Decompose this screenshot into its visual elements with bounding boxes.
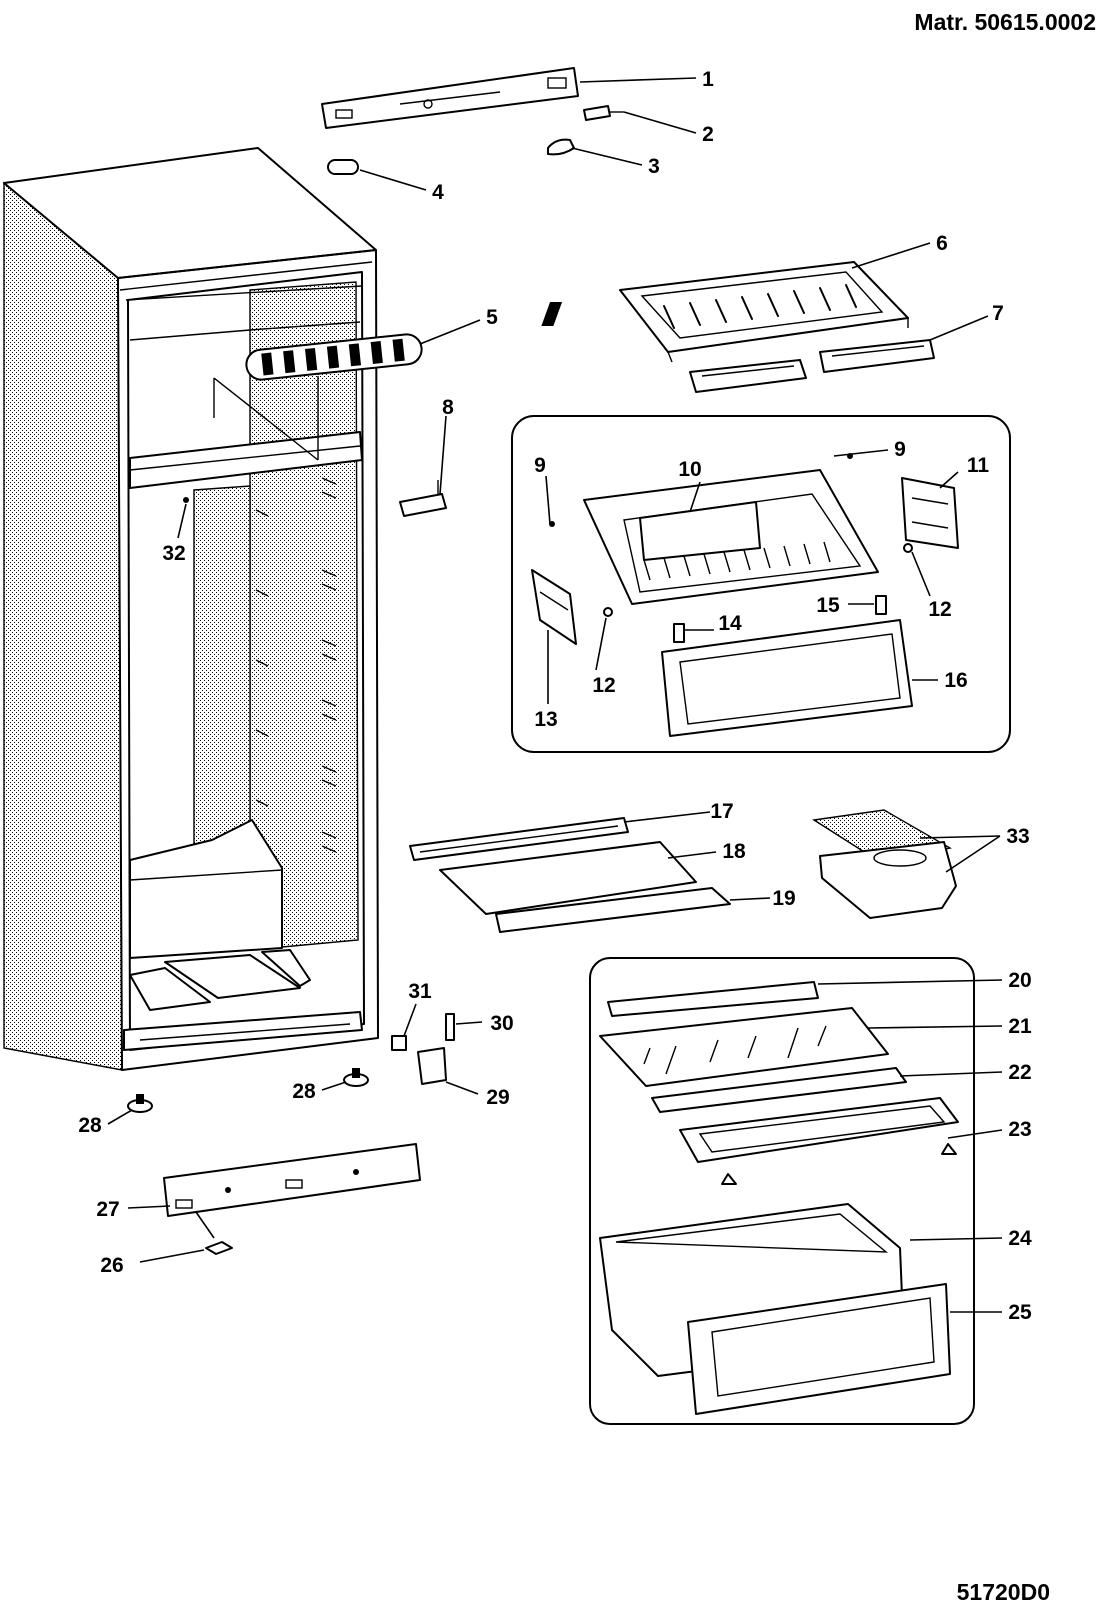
part-20-shelf-rear-trim — [607, 981, 819, 1017]
callout-label: 28 — [78, 1114, 102, 1137]
callout-label: 20 — [1008, 969, 1031, 992]
callout-label: 3 — [648, 155, 660, 178]
callout-label: 33 — [1006, 825, 1029, 848]
part-17-shelf-rear-trim — [409, 817, 629, 861]
callout-label: 2 — [702, 123, 714, 146]
part-12-clip-right — [903, 543, 913, 553]
callout-label: 9 — [534, 454, 546, 477]
callout-label: 13 — [534, 708, 557, 731]
callout-label: 4 — [432, 181, 444, 204]
part-26-clip — [205, 1241, 233, 1255]
callout-label: 12 — [592, 674, 615, 697]
callout-label: 9 — [894, 438, 906, 461]
callout-label: 14 — [718, 612, 742, 635]
callout-label: 11 — [967, 454, 990, 477]
part-30-hinge-pin — [445, 1013, 455, 1041]
callout-label: 32 — [162, 542, 185, 565]
part-29-bottom-hinge — [417, 1047, 447, 1085]
callout-label: 25 — [1008, 1301, 1032, 1324]
leader-lines — [107, 77, 1003, 1313]
part-11-drawer-rail-right — [901, 477, 959, 549]
callout-label: 30 — [490, 1012, 513, 1035]
part-3-knob — [547, 138, 575, 156]
part-8-hinge — [399, 480, 447, 517]
crisper-group — [589, 957, 975, 1425]
cabinet — [3, 147, 379, 1071]
part-7-ice-trays — [689, 339, 935, 393]
callout-label: 31 — [408, 980, 432, 1003]
drawing-code: 51720D0 — [957, 1579, 1050, 1605]
part-27-kickplate — [163, 1143, 421, 1217]
part-14-pin — [673, 623, 685, 643]
part-12-clip-left — [603, 607, 613, 617]
callout-label: 24 — [1008, 1227, 1032, 1250]
part-22-shelf-front-trim — [651, 1067, 907, 1113]
callout-label: 23 — [1008, 1118, 1031, 1141]
part-32-screw — [183, 497, 189, 503]
part-18-glass-shelf — [439, 841, 697, 915]
callout-label: 28 — [292, 1080, 316, 1103]
callout-label: 17 — [710, 800, 733, 823]
callout-label: 10 — [678, 458, 701, 481]
part-4-lens — [327, 159, 359, 175]
callout-label: 16 — [944, 669, 967, 692]
callout-label: 26 — [100, 1254, 123, 1277]
part-1-control-panel — [321, 67, 579, 129]
part-28-foot-left — [127, 1094, 153, 1113]
part-16-drawer-front — [661, 619, 913, 737]
callout-label: 27 — [96, 1198, 119, 1221]
part-5-thermostat-cover — [245, 333, 423, 381]
callout-label: 8 — [442, 396, 454, 419]
callout-label: 15 — [816, 594, 840, 617]
callout-label: 21 — [1008, 1015, 1032, 1038]
part-28-foot-right — [343, 1068, 369, 1087]
part-31-bushing — [391, 1035, 407, 1051]
callout-labels: 1 2 3 4 5 6 7 8 9 9 10 11 12 12 13 14 15… — [78, 68, 1032, 1324]
callout-label: 29 — [486, 1086, 509, 1109]
part-21-glass-shelf — [599, 1007, 889, 1087]
part-15-pin — [875, 595, 887, 615]
part-2-lamp-holder — [583, 105, 624, 121]
callout-label: 12 — [928, 598, 951, 621]
callout-label: 22 — [1008, 1061, 1031, 1084]
part-25-crisper-front — [687, 1283, 951, 1415]
part-23-crisper-cover — [679, 1097, 959, 1185]
part-6-freezer-tray — [541, 261, 909, 363]
callout-label: 7 — [992, 302, 1004, 325]
callout-label: 18 — [722, 840, 746, 863]
part-10-freezer-basket — [583, 469, 879, 605]
part-33-filter-unit — [812, 809, 957, 919]
callout-label: 6 — [936, 232, 948, 255]
callout-label: 1 — [702, 68, 714, 91]
material-code: Matr. 50615.0002 — [914, 9, 1096, 35]
part-19-shelf-front-trim — [495, 887, 731, 933]
callout-label: 19 — [772, 887, 795, 910]
part-13-drawer-rail-left — [531, 569, 577, 645]
freezer-drawer-group — [511, 415, 1011, 753]
callout-label: 5 — [486, 306, 498, 329]
